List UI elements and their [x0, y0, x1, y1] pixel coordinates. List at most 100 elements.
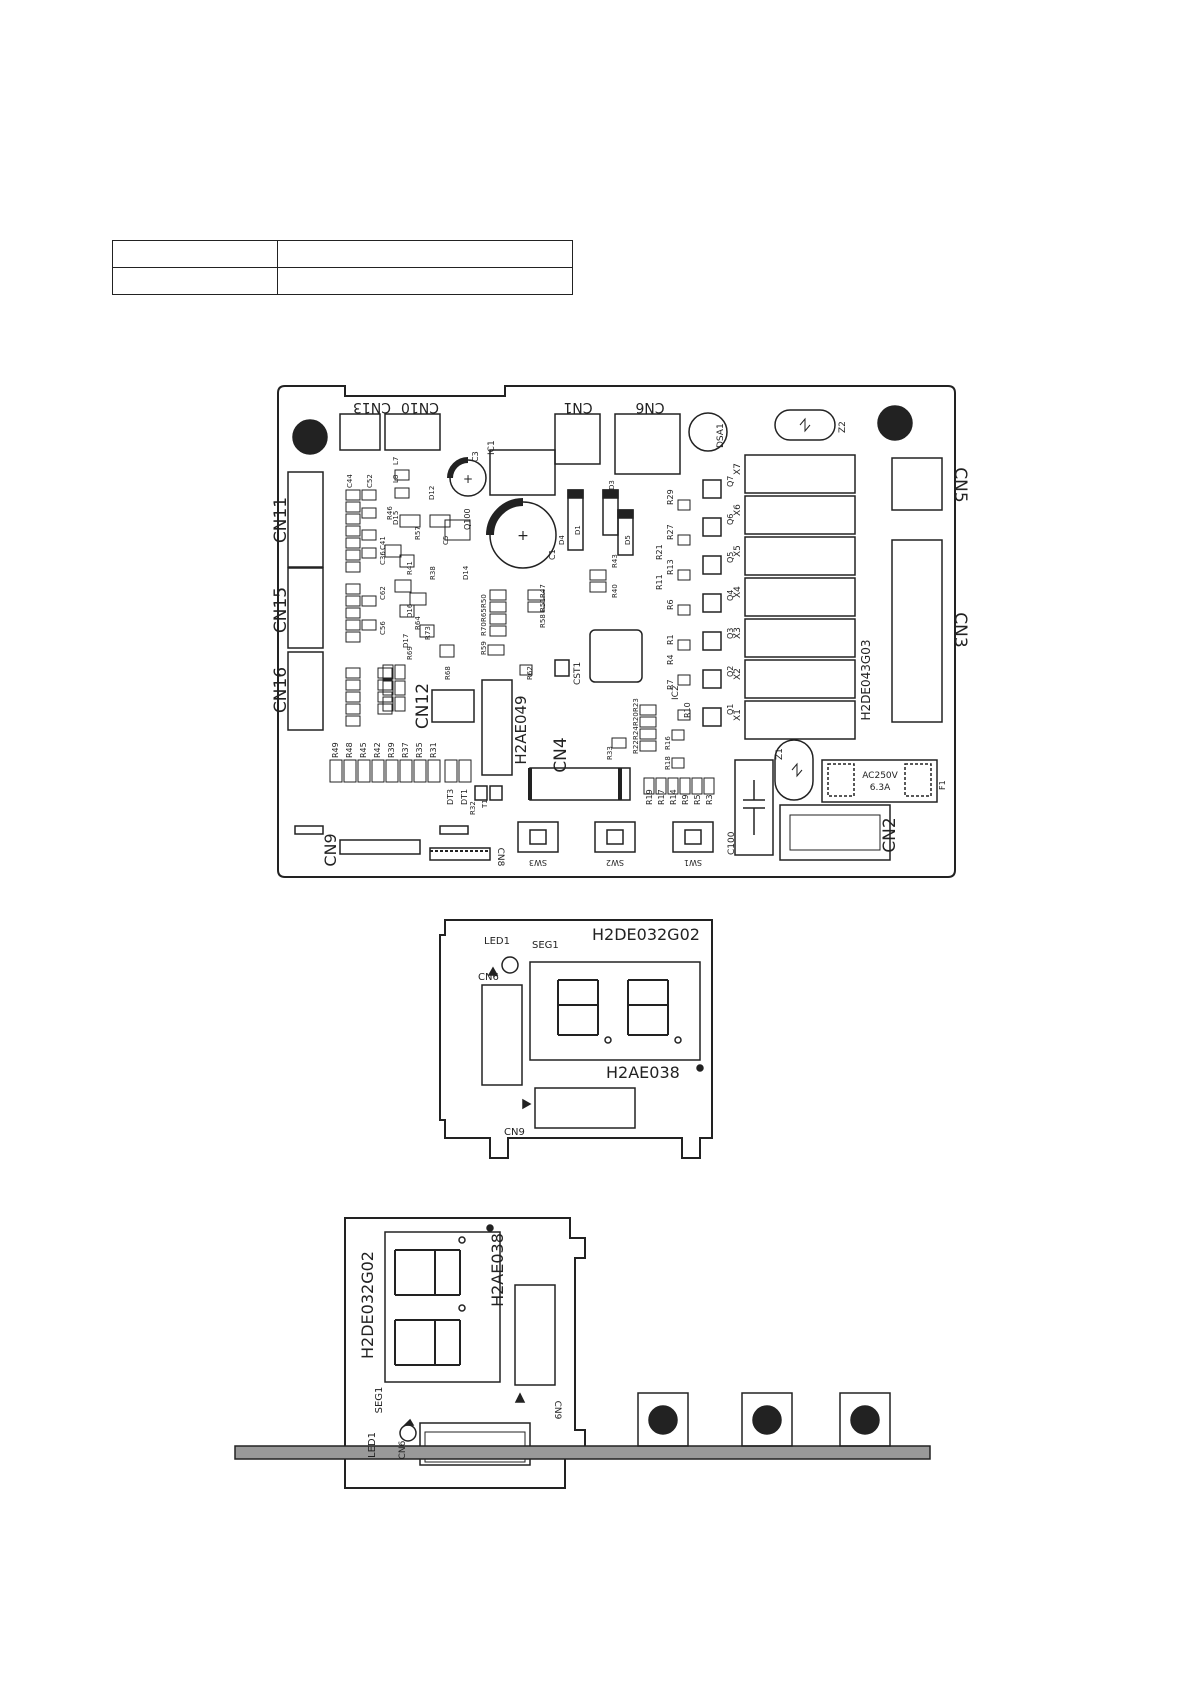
part-label: R40	[611, 584, 619, 598]
part-label: D4	[558, 535, 566, 545]
mcu-chip	[589, 629, 643, 683]
resistor-label: R37	[401, 742, 410, 758]
cn10-label: CN10	[401, 399, 439, 415]
part-label: D12	[428, 486, 436, 500]
blank-table	[112, 240, 573, 295]
side-view	[234, 1217, 931, 1489]
transistor-label: Q1	[726, 704, 735, 715]
part-label: R46	[386, 506, 394, 520]
button-housing	[741, 1392, 793, 1447]
part-label: D1	[574, 525, 582, 535]
part-label: L7	[392, 457, 400, 465]
resistor-label: R3	[705, 794, 714, 805]
display-seg1-label: SEG1	[532, 940, 559, 951]
model-label: H2DE043G03	[859, 640, 873, 721]
resistor-label: R27	[666, 524, 675, 540]
part-label: R33	[606, 746, 614, 760]
table-row	[112, 267, 573, 295]
part-label: C5	[442, 536, 450, 545]
part-label: D15	[392, 511, 400, 525]
resistor-label: R14	[669, 789, 678, 805]
cn8-label: CN8	[495, 848, 505, 867]
c1-label: C1	[548, 549, 557, 560]
resistor-label: R31	[429, 742, 438, 758]
fuse-holder	[821, 759, 938, 803]
cst1-crystal	[554, 659, 570, 677]
cn10-connector	[384, 413, 441, 451]
display-cn6-connector	[481, 984, 523, 1086]
part-label: C36	[379, 551, 387, 565]
resistor-label: R11	[655, 574, 664, 590]
side-cn9-connector	[514, 1284, 556, 1386]
z2-varistor	[774, 409, 836, 441]
part-label: R64	[414, 616, 422, 630]
part-label: R57	[414, 526, 422, 540]
resistor-label: R7	[666, 679, 675, 690]
resistor-label: R4	[666, 654, 675, 665]
cn9-connector	[339, 839, 421, 855]
ic2-components	[611, 704, 685, 769]
small-part	[294, 825, 324, 835]
f1-label: F1	[938, 780, 947, 790]
fuse-rating-current: 6.3A	[870, 783, 891, 793]
fuse-rating-voltage: AC250V	[862, 771, 898, 781]
cn2-connector	[779, 804, 891, 861]
relay-label: X5	[733, 545, 743, 557]
cst1-label: CST1	[573, 662, 583, 685]
cn15-connector	[287, 567, 324, 649]
q100-label: Q100	[463, 508, 472, 530]
part-label: C62	[379, 586, 387, 600]
cn12-label: CN12	[413, 683, 433, 729]
dsa1-component	[688, 412, 728, 452]
part-label: R47	[539, 584, 547, 598]
cn16-label: CN16	[271, 667, 291, 713]
cn1-label: CN1	[563, 399, 592, 415]
part-label: R22	[632, 740, 640, 754]
relay-label: X1	[733, 709, 743, 721]
display-board	[439, 919, 713, 1159]
part-label: R65	[480, 608, 488, 622]
mid-components	[487, 569, 607, 676]
small-part	[439, 825, 469, 835]
part-label: R18	[664, 756, 672, 770]
resistor-label: R49	[331, 742, 340, 758]
cn13-connector	[339, 413, 381, 451]
h2ae049-block	[481, 679, 513, 776]
switch-row	[517, 821, 714, 853]
resistor-label: R21	[655, 544, 664, 560]
part-label: R62	[526, 666, 534, 680]
side-cn6-connector	[419, 1422, 531, 1466]
part-label: D3	[608, 480, 616, 490]
side-cn9-label: CN9	[552, 1401, 562, 1420]
part-label: R73	[424, 626, 432, 640]
resistor-label: R17	[657, 789, 666, 805]
side-seg1-label: SEG1	[374, 1387, 385, 1414]
transistor-label: Q4	[726, 590, 735, 601]
side-pcb-label: H2AE038	[488, 1233, 507, 1307]
dt1-label: DT1	[460, 789, 469, 805]
display-model-label: H2DE032G02	[592, 925, 700, 944]
c100-label: C100	[727, 831, 737, 855]
part-label: C52	[366, 474, 374, 488]
resistor-label: R39	[387, 742, 396, 758]
c3-label: C3	[471, 451, 480, 462]
c100-capacitor	[734, 759, 774, 856]
table-cell	[112, 267, 278, 295]
transistor-label: Q7	[726, 476, 735, 487]
display-seg1-panel	[529, 961, 701, 1061]
resistor-label: R13	[666, 559, 675, 575]
cn4-label: CN4	[551, 737, 571, 772]
part-label: R70	[480, 622, 488, 636]
resistor-label: R9	[681, 794, 690, 805]
button-housing	[839, 1392, 891, 1447]
resistor-label: R45	[359, 742, 368, 758]
part-label: R38	[429, 566, 437, 580]
cn13-label: CN13	[353, 399, 391, 415]
part-label: D5	[624, 535, 632, 545]
z1-label: Z1	[775, 748, 785, 760]
display-cn6-label: CN6	[478, 972, 499, 983]
cn3-connector	[891, 539, 943, 723]
dt3-label: DT3	[446, 789, 455, 805]
part-label: R16	[664, 736, 672, 750]
